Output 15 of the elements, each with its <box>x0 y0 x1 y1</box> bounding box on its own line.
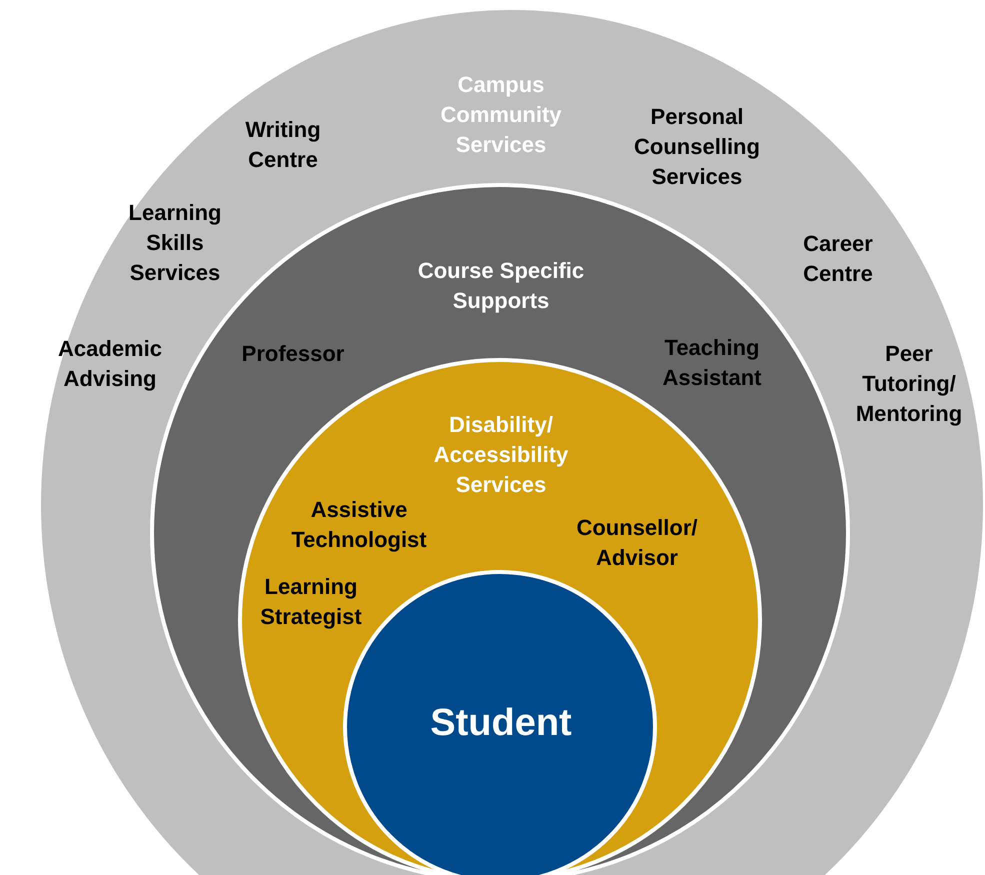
service-label: Teaching Assistant <box>661 334 763 392</box>
ring-heading: Course Specific Supports <box>416 256 586 315</box>
ring-heading: Disability/ Accessibility Services <box>432 410 570 500</box>
ring-heading: Campus Community Services <box>440 70 562 160</box>
service-label: Personal Counselling Services <box>633 102 761 192</box>
service-label: Peer Tutoring/ Mentoring <box>854 340 964 428</box>
ring-heading: Student <box>429 700 573 746</box>
service-label: Learning Skills Services <box>128 198 222 288</box>
service-label: Career Centre <box>802 230 874 288</box>
service-label: Academic Advising <box>57 334 163 393</box>
service-label: Professor <box>240 340 346 368</box>
service-label: Counsellor/ Advisor <box>575 514 698 572</box>
service-label: Assistive Technologist <box>290 496 428 554</box>
service-label: Writing Centre <box>244 116 322 174</box>
service-label: Learning Strategist <box>259 572 363 631</box>
